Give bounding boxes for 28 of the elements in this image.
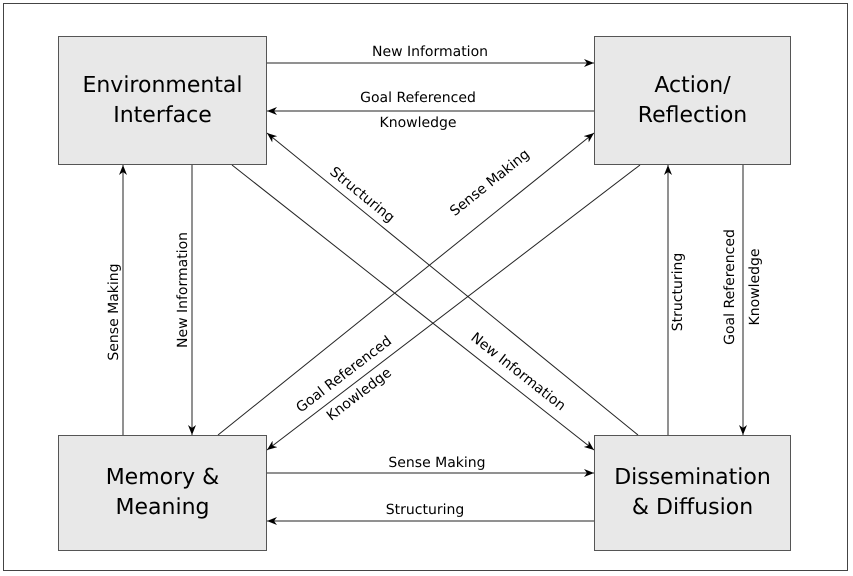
edge-label: Goal Referenced Knowledge — [359, 89, 477, 133]
edge-label: New Information — [372, 43, 488, 61]
process-box — [594, 435, 791, 551]
node-label: Memory & Meaning — [104, 464, 220, 522]
arrow — [218, 132, 594, 436]
arrow — [266, 164, 640, 450]
arrow — [266, 469, 594, 477]
edge-label: Sense Making — [388, 454, 486, 472]
arrow — [664, 164, 672, 436]
process-box — [594, 36, 791, 165]
arrow — [266, 107, 594, 115]
arrow — [232, 164, 594, 450]
arrow — [266, 59, 594, 67]
edge-label: Goal Referenced Knowledge — [721, 228, 764, 347]
arrow — [266, 132, 638, 436]
node-label: Environmental Interface — [81, 72, 244, 130]
node-label: Action/ Reflection — [636, 72, 748, 130]
edge-label: Sense Making — [105, 263, 123, 361]
arrow — [266, 517, 594, 525]
edge-label: Structuring — [386, 501, 464, 519]
arrow — [188, 164, 196, 436]
edge-label: Structuring — [669, 252, 687, 332]
edge-label: New Information — [174, 232, 192, 348]
node-label: Dissemination & Diffusion — [613, 464, 772, 522]
process-box — [58, 36, 267, 165]
arrow — [739, 164, 747, 436]
arrow — [119, 164, 127, 436]
process-box — [58, 435, 267, 551]
